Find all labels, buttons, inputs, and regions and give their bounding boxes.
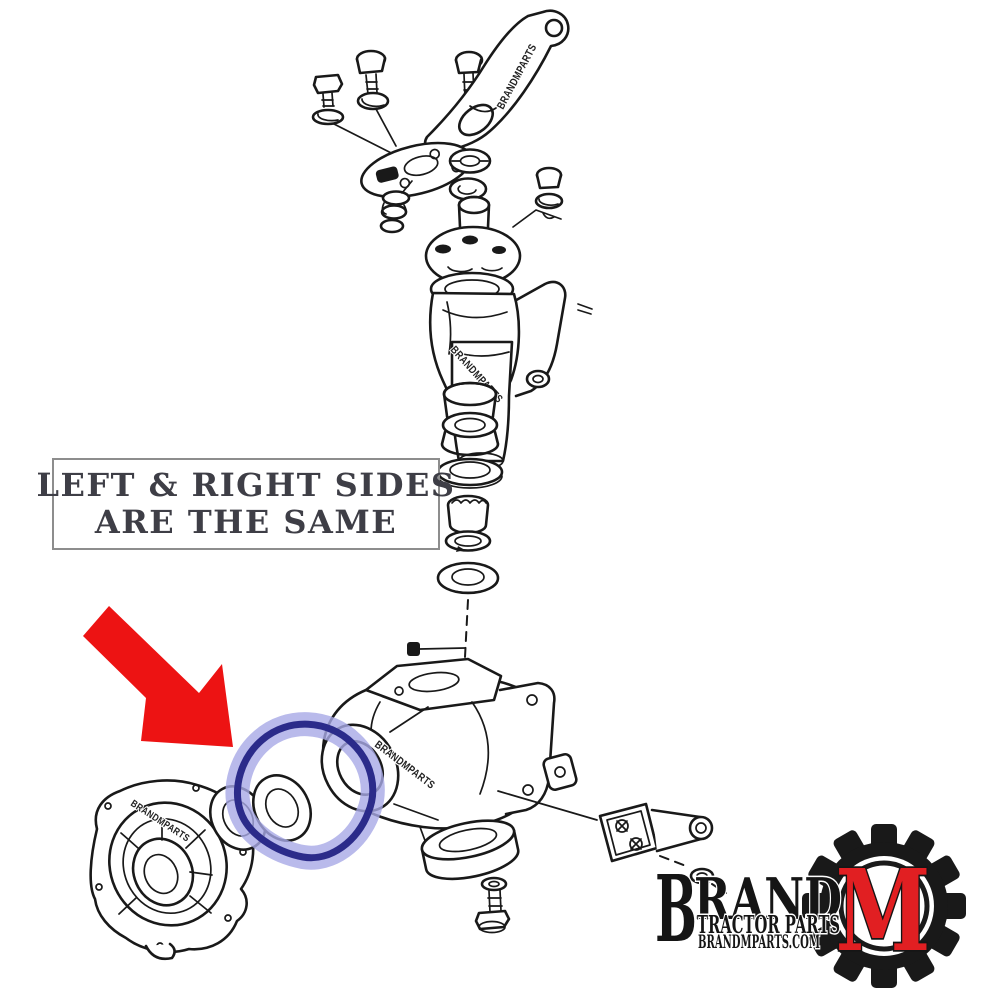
thrust-bearing: [446, 494, 490, 535]
bottom-flange: [420, 819, 520, 934]
dust-seal: [436, 457, 504, 489]
flanged-bushing: [440, 411, 500, 457]
highlight-ring: [225, 712, 385, 870]
bolt-with-washer-second: [355, 49, 397, 147]
note-box: LEFT & RIGHT SIDES ARE THE SAME: [37, 458, 454, 550]
arm-flange-plate: [360, 141, 472, 199]
stop-bracket: [497, 790, 727, 894]
snap-ring: [444, 530, 492, 552]
ball-bearing: [436, 561, 500, 595]
brand-logo: B rand Tractor Parts BrandMParts.com M: [654, 824, 966, 988]
logo-brand-initial: B: [655, 855, 697, 963]
logo-tagline: Tractor Parts: [697, 910, 840, 939]
logo-website: BrandMParts.com: [698, 932, 820, 953]
axle-seal: [252, 774, 312, 842]
pointer-arrow: [83, 606, 233, 747]
bolt-right: [534, 166, 564, 220]
kingpin-hub: [424, 195, 522, 307]
note-line-1: LEFT & RIGHT SIDES: [36, 465, 456, 504]
logo-brand-rest: rand: [694, 866, 842, 933]
spring-washer-stack: [379, 180, 413, 234]
note-line-2: ARE THE SAME: [94, 503, 398, 541]
steering-arm: BRANDMPARTS: [423, 9, 570, 154]
cotter-pin: [577, 303, 593, 315]
highlight-outline: [234, 720, 377, 862]
logo-m-letter: M: [836, 846, 931, 977]
gear-icon: [802, 824, 966, 988]
lock-wire: [512, 209, 562, 228]
bolt-with-washer-left: [311, 73, 406, 161]
plug-bolt: [407, 642, 466, 656]
